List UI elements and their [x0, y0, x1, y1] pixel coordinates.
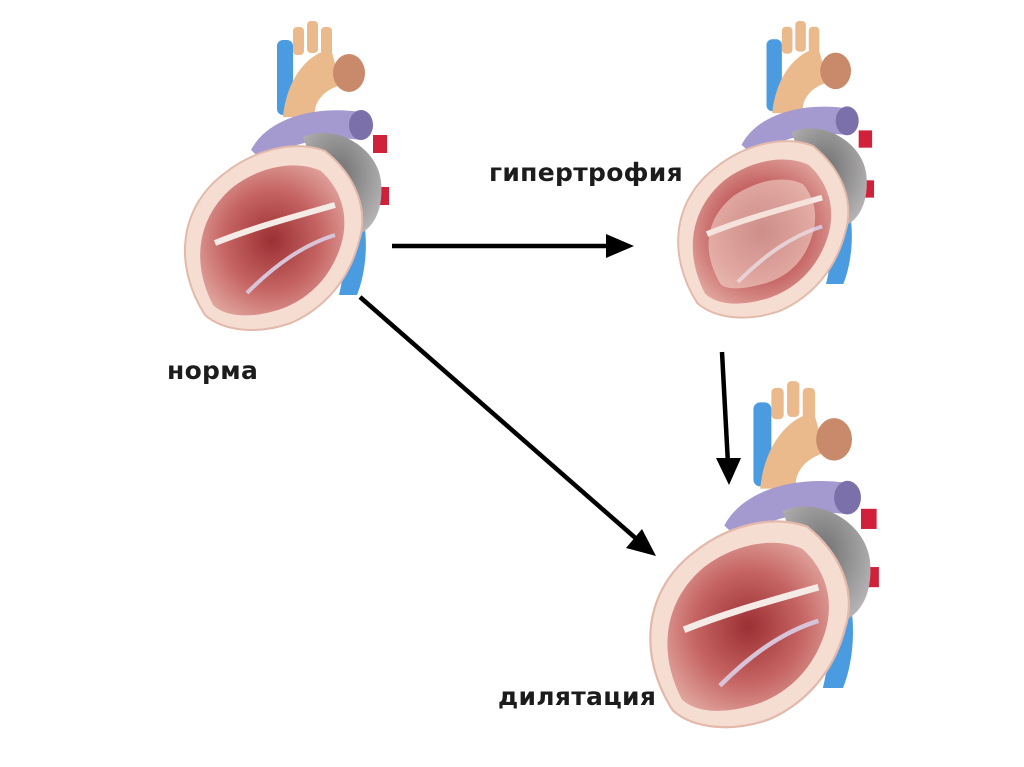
- label-normal: норма: [167, 356, 259, 385]
- heart-dilation-illustration: [650, 381, 879, 727]
- arrow-normal-to-dilation: [358, 295, 642, 544]
- label-dilation: дилятация: [498, 682, 657, 711]
- arrows-group: [358, 234, 741, 556]
- arrow-hypertrophy-to-dilation-head: [716, 458, 741, 485]
- arrow-hypertrophy-to-dilation: [719, 351, 731, 465]
- label-hypertrophy: гипертрофия: [489, 158, 683, 187]
- arrow-normal-to-hypertrophy-head: [606, 234, 634, 258]
- heart-normal-illustration: [185, 21, 389, 330]
- heart-hypertrophy-illustration: [678, 21, 874, 318]
- arrow-normal-to-dilation-head: [626, 529, 656, 556]
